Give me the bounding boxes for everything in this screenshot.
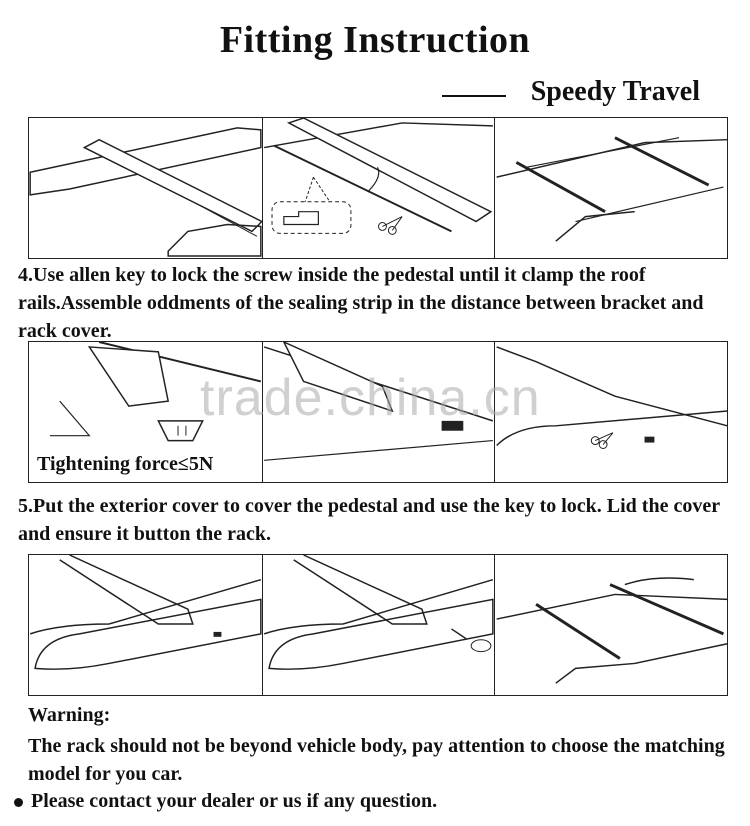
figure-cover-fitting	[263, 342, 495, 482]
page-title: Fitting Instruction	[219, 19, 531, 61]
watermark: trade.china.cn	[200, 369, 541, 427]
figure-sealing-strip	[263, 118, 495, 258]
contact-text: Please contact your dealer or us if any …	[31, 790, 438, 812]
illustration-row-2: Tightening force≤5N	[28, 341, 728, 483]
figure-rack-on-rails	[29, 118, 263, 258]
figure-allen-key: Tightening force≤5N	[29, 342, 263, 482]
figure-cover-lid	[263, 555, 495, 695]
tightening-force-label: Tightening force≤5N	[37, 453, 214, 476]
pedestal-closed-drawing	[29, 555, 262, 670]
trim-strip-drawing	[496, 346, 728, 449]
illustration-row-3	[28, 554, 728, 696]
rack-overview-drawing	[496, 136, 728, 242]
allen-key-drawing	[49, 342, 262, 442]
warning-text: The rack should not be beyond vehicle bo…	[28, 735, 725, 785]
figure-rack-overview	[495, 118, 729, 258]
warning-title: Warning:	[28, 704, 111, 726]
brand-name: Speedy Travel	[530, 76, 700, 107]
brand-dash	[442, 95, 506, 97]
figure-rack-installed	[495, 555, 729, 695]
figure-pedestal-closed	[29, 555, 263, 695]
bullet-icon	[14, 797, 23, 807]
step-4-instructions: 4.Use allen key to lock the screw inside…	[18, 264, 704, 342]
rack-installed-drawing	[496, 577, 728, 684]
cover-fitting-drawing	[263, 342, 494, 461]
step-5-instructions: 5.Put the exterior cover to cover the pe…	[18, 495, 720, 545]
figure-trim-strip	[495, 342, 729, 482]
sealing-strip-drawing	[264, 118, 493, 235]
cover-lid-drawing	[263, 555, 494, 670]
crossbar-drawing	[29, 127, 262, 257]
contact-note: Please contact your dealer or us if any …	[14, 790, 437, 813]
illustration-row-1	[28, 117, 728, 259]
